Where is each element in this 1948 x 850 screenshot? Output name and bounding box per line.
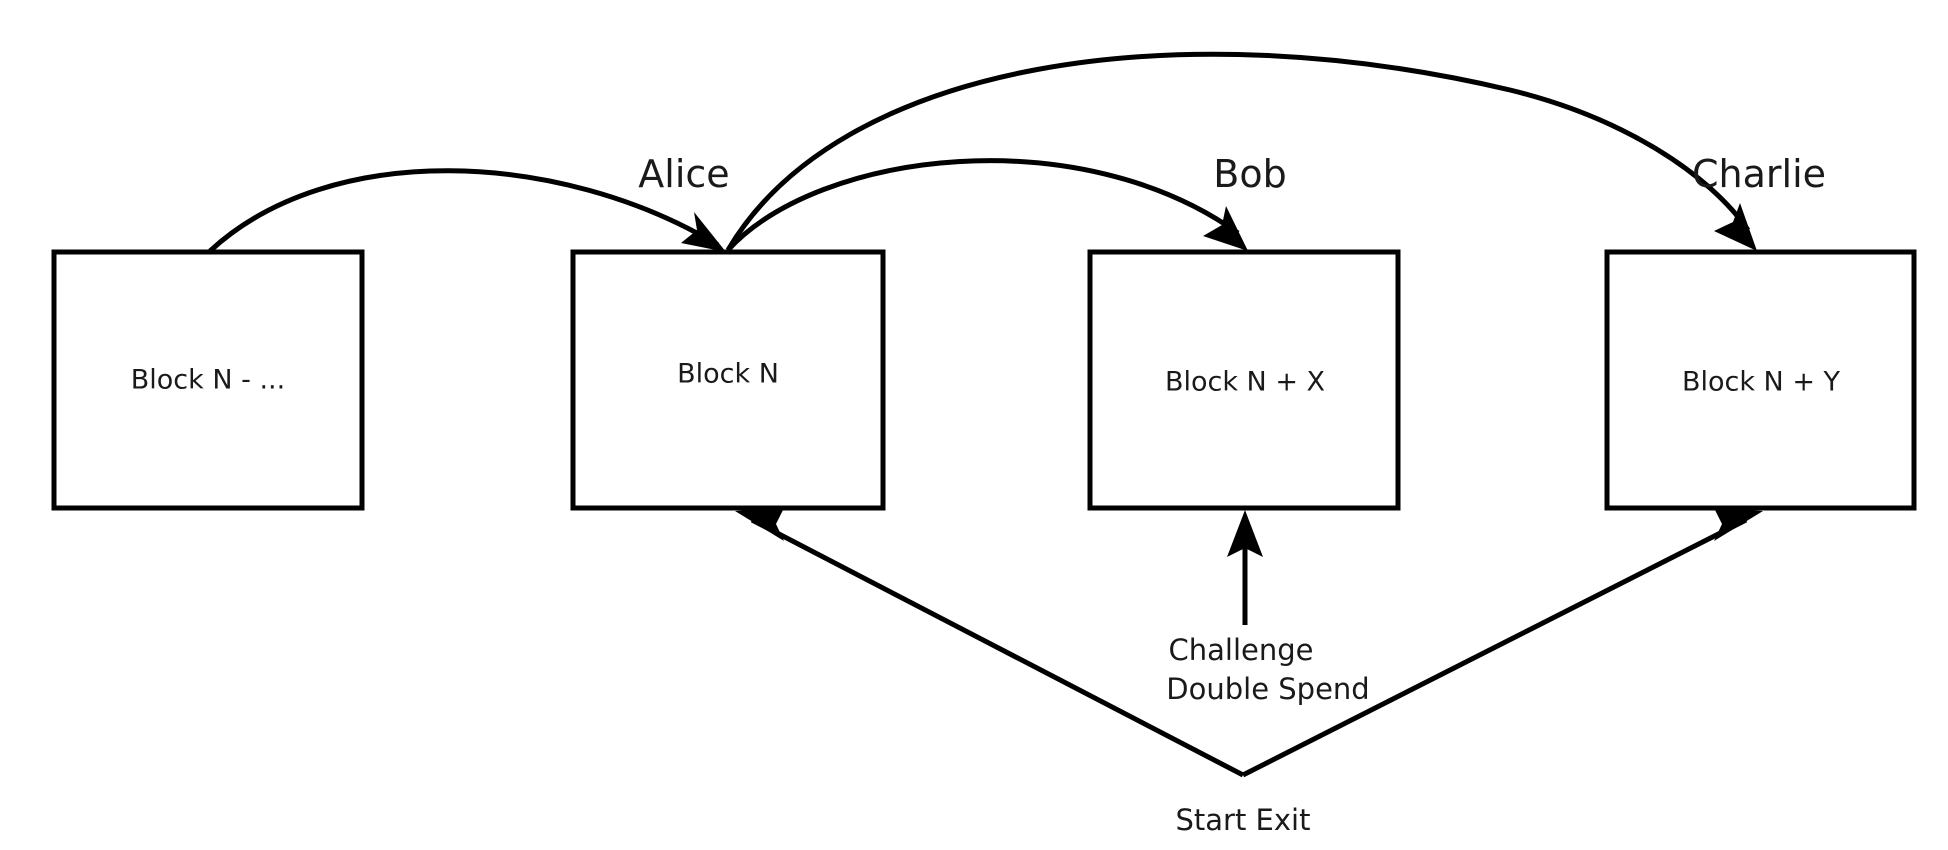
start-exit-to-block-n-y-line [1241,517,1748,778]
bob-edge-label: Bob [1213,152,1286,196]
block-prev-label: Block N - ... [131,365,285,396]
alice-arrow-head [681,212,726,252]
charlie-edge-curve [725,51,1751,252]
block-n-label: Block N [677,359,779,390]
bob-edge-curve [726,158,1240,252]
block-prev-rect[interactable] [51,249,365,511]
block-n-y-label: Block N + Y [1682,367,1841,398]
challenge-note-line2: Double Spend [1166,672,1369,706]
block-n-x-label: Block N + X [1165,367,1325,398]
alice-edge-label: Alice [638,152,729,196]
start-exit-block-n-y-arrow-head [1714,508,1763,541]
block-n-rect[interactable] [570,249,886,511]
bob-arrow-head [1203,206,1248,251]
block-n-y-rect[interactable] [1604,249,1917,511]
alice-edge-curve [208,168,720,253]
start-exit-note-label: Start Exit [1176,803,1311,837]
challenge-arrow-head [1227,510,1263,557]
charlie-edge-label: Charlie [1692,152,1826,196]
start-exit-block-n-arrow-head [735,508,784,541]
start-exit-to-block-n-line [750,517,1245,778]
charlie-arrow-head [1714,203,1757,251]
block-n-x-rect[interactable] [1087,249,1401,511]
challenge-note-line1: Challenge [1169,633,1314,667]
